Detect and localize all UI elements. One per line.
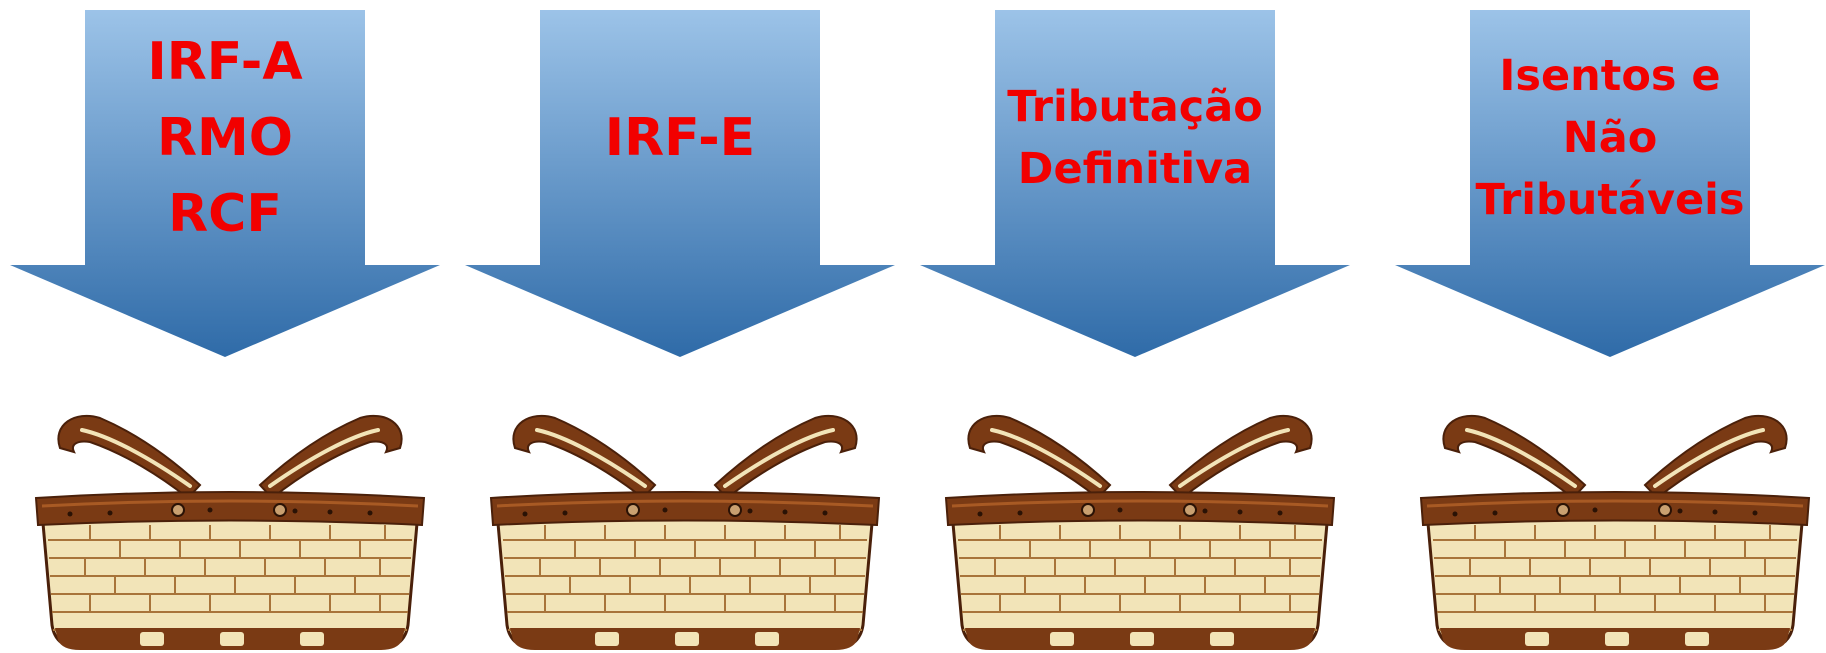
down-arrow-1 — [10, 10, 440, 357]
arrow-4-line-2: Não — [1562, 112, 1658, 163]
basket-image-3 — [940, 400, 1340, 653]
arrow-label-1: IRF-A RMO RCF — [85, 10, 365, 265]
arrow-3-line-2: Definitiva — [1017, 143, 1253, 194]
category-column-2: IRF-E — [465, 0, 895, 653]
arrow-1-line-2: RMO — [157, 107, 293, 168]
category-column-3: Tributação Definitiva — [920, 0, 1350, 653]
down-arrow-3 — [920, 10, 1350, 357]
arrow-1-line-1: IRF-A — [147, 31, 303, 92]
basket-image-4 — [1415, 400, 1815, 653]
down-arrow-2 — [465, 10, 895, 357]
category-column-4: Isentos e Não Tributáveis — [1395, 0, 1825, 653]
arrow-1-line-3: RCF — [168, 183, 282, 244]
arrow-4-line-3: Tributáveis — [1475, 174, 1745, 225]
arrow-2-line-1: IRF-E — [604, 107, 756, 168]
arrow-label-3: Tributação Definitiva — [995, 10, 1275, 265]
arrow-label-2: IRF-E — [540, 10, 820, 265]
down-arrow-4 — [1395, 10, 1825, 357]
basket-image-2 — [485, 400, 885, 653]
basket-image-1 — [30, 400, 430, 653]
arrow-4-line-1: Isentos e — [1499, 50, 1721, 101]
arrow-3-line-1: Tributação — [1007, 81, 1263, 132]
arrow-label-4: Isentos e Não Tributáveis — [1470, 10, 1750, 265]
category-column-1: IRF-A RMO RCF — [10, 0, 440, 653]
